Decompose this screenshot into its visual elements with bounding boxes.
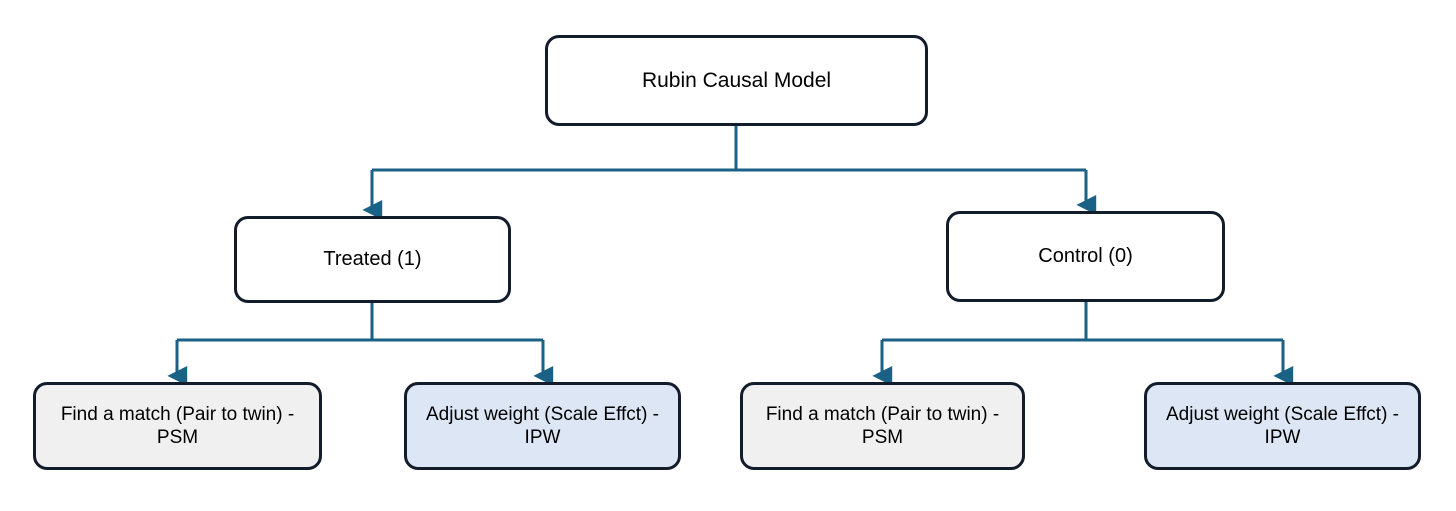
node-label: Find a match (Pair to twin) -PSM xyxy=(60,403,295,448)
node-label: Adjust weight (Scale Effct) -IPW xyxy=(425,403,660,448)
node-treated[interactable]: Treated (1) xyxy=(234,216,511,303)
node-control[interactable]: Control (0) xyxy=(946,211,1225,302)
node-control-ipw[interactable]: Adjust weight (Scale Effct) -IPW xyxy=(1144,382,1421,470)
node-label: Adjust weight (Scale Effct) -IPW xyxy=(1165,403,1400,448)
node-treated-psm[interactable]: Find a match (Pair to twin) -PSM xyxy=(33,382,322,470)
node-label: Control (0) xyxy=(1038,245,1133,268)
node-control-psm[interactable]: Find a match (Pair to twin) -PSM xyxy=(740,382,1025,470)
node-label: Find a match (Pair to twin) -PSM xyxy=(765,403,1000,448)
node-treated-ipw[interactable]: Adjust weight (Scale Effct) -IPW xyxy=(404,382,681,470)
node-label: Treated (1) xyxy=(323,248,422,271)
node-label: Rubin Causal Model xyxy=(641,68,832,92)
node-rubin-causal-model[interactable]: Rubin Causal Model xyxy=(545,35,928,126)
